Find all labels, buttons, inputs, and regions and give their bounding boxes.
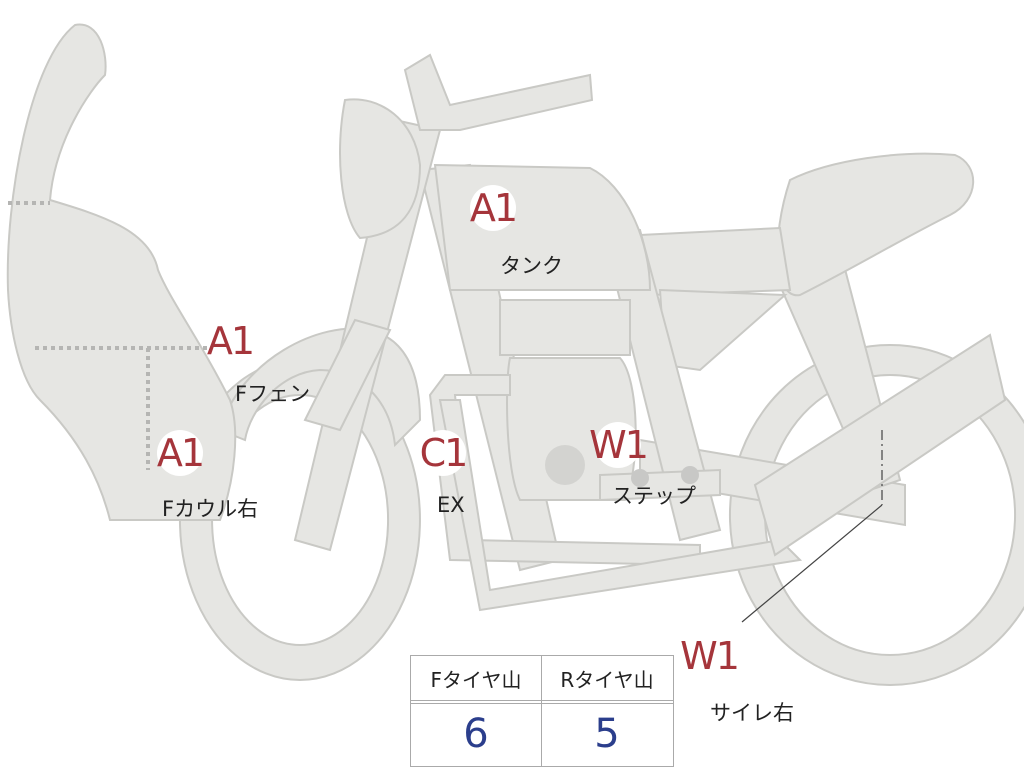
engine-cover bbox=[545, 445, 585, 485]
marker-fcowl-label: Fカウル右 bbox=[162, 497, 259, 521]
handlebar bbox=[403, 53, 594, 131]
footrest-peg-2 bbox=[681, 466, 699, 484]
front-tire-value: 6 bbox=[463, 711, 489, 757]
headlight bbox=[339, 98, 422, 240]
marker-silencer-code: W1 bbox=[680, 633, 740, 679]
marker-step-code: W1 bbox=[589, 422, 649, 468]
rear-wheel bbox=[728, 344, 1024, 686]
marker-silencer-label: サイレ右 bbox=[710, 701, 794, 725]
marker-step-label: ステップ bbox=[612, 484, 696, 508]
rear-tire-header: Rタイヤ山 bbox=[560, 667, 654, 692]
side-cover bbox=[658, 288, 788, 372]
tire-tread-table: Fタイヤ山 Rタイヤ山 6 5 bbox=[410, 655, 674, 767]
silencer bbox=[753, 333, 1007, 557]
marker-ffender-code: A1 bbox=[206, 318, 255, 364]
exhaust-pipe bbox=[428, 374, 701, 567]
front-tire-header: Fタイヤ山 bbox=[430, 667, 522, 692]
marker-tank-code: A1 bbox=[469, 185, 518, 231]
marker-tank-label: タンク bbox=[500, 254, 563, 278]
footrest-peg-1 bbox=[631, 469, 649, 487]
table-header-divider bbox=[411, 700, 673, 704]
engine-top bbox=[499, 299, 631, 356]
fork-tube bbox=[303, 318, 392, 432]
rear-tire-value: 5 bbox=[594, 711, 620, 757]
front-cowl bbox=[6, 23, 237, 521]
main-seat bbox=[638, 226, 792, 297]
rear-seat bbox=[776, 152, 975, 297]
marker-ex-label: EX bbox=[437, 493, 465, 517]
table-column-divider bbox=[541, 656, 542, 766]
leader-line-silencer bbox=[741, 504, 883, 623]
marker-ex-code: C1 bbox=[419, 430, 468, 476]
marker-ffender-label: Fフェン bbox=[235, 382, 311, 406]
marker-fcowl-code: A1 bbox=[156, 430, 205, 476]
